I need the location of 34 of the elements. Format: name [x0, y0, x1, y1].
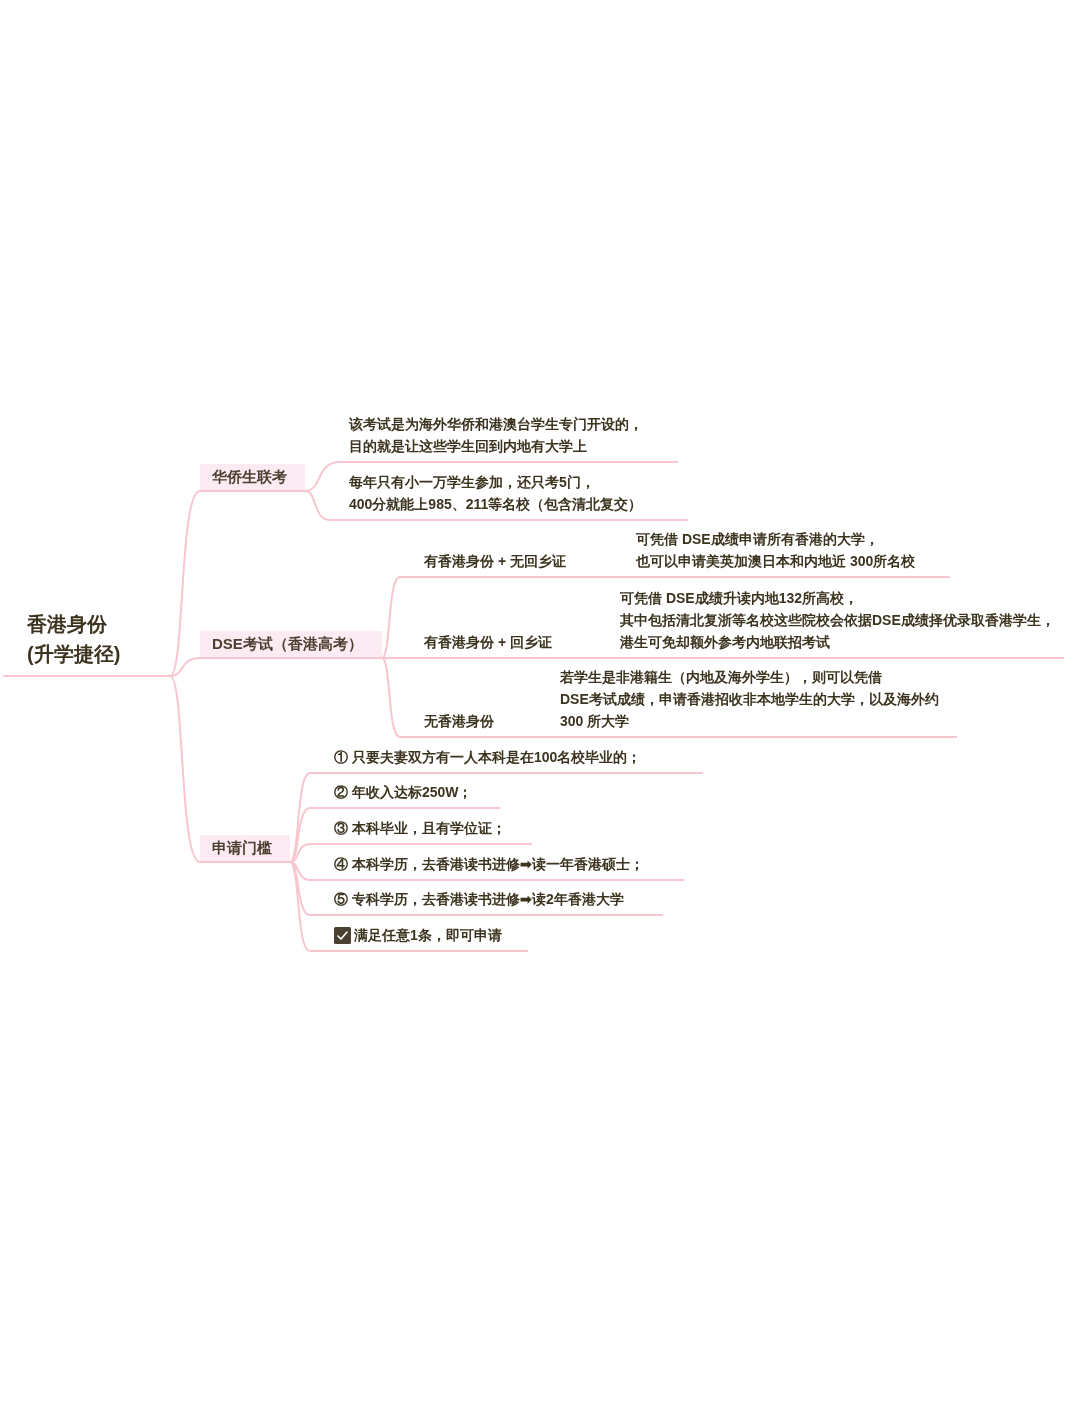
subtopic-text: 该考试是为海外华侨和港澳台学生专门开设的，目的就是让这些学生回到内地有大学上: [349, 415, 644, 456]
subtopic-text: ① 只要夫妻双方有一人本科是在100名校毕业的；: [334, 748, 642, 767]
subtopic-text: ② 年收入达标250W；: [334, 783, 473, 802]
branch-line: [169, 675, 201, 863]
subtopic-text: ⑤ 专科学历，去香港读书进修➡读2年香港大学: [334, 890, 624, 909]
subtopic-text: 无香港身份: [424, 712, 494, 731]
main-topic-box: [200, 835, 290, 863]
main-topic-text: 华侨生联考: [212, 467, 287, 487]
subtopic: [310, 924, 528, 952]
branch-line: [381, 657, 401, 659]
subtopic-text: ③ 本科毕业，且有学位证；: [334, 819, 506, 838]
subtopic-text: 有香港身份 + 无回乡证: [424, 552, 566, 571]
subtopic-text: ④ 本科学历，去香港读书进修➡读一年香港硕士；: [334, 855, 644, 874]
subtopic-text: 有香港身份 + 回乡证: [424, 633, 552, 652]
branch-line: [289, 861, 311, 916]
subtopic-text: 可凭借 DSE成绩升读内地132所高校，其中包括清北复浙等名校这些院校会依据DSE成绩择优录取香港学生，港生可免却额外参考内地联招考试: [620, 589, 1056, 652]
branch-line: [169, 490, 201, 677]
central-topic-text: 香港身份(升学捷径): [27, 612, 122, 667]
subtopic-text: 满足任意1条，即可申请: [354, 926, 502, 945]
branch-line: [169, 657, 201, 677]
branch-line: [381, 657, 401, 738]
main-topic-box: [200, 464, 305, 492]
subtopic-text: 可凭借 DSE成绩申请所有香港的大学，也可以申请美英加澳日本和内地近 300所名校: [636, 530, 917, 571]
branch-line: [381, 576, 401, 659]
branch-line: [289, 861, 311, 952]
branch-line: [611, 576, 625, 578]
branch-line: [304, 490, 331, 521]
main-topic-box: [200, 631, 382, 659]
branch-line: [605, 657, 613, 659]
branch-line: [544, 736, 553, 738]
main-topic-text: 申请门槛: [212, 838, 272, 858]
subtopic-text: 每年只有小一万学生参加，还只考5门，400分就能上985、211等名校（包含清北复交）: [349, 473, 644, 514]
main-topic-text: DSE考试（香港高考）: [212, 634, 363, 654]
subtopic-text: 若学生是非港籍生（内地及海外学生），则可以凭借 DSE考试成绩，申请香港招收非本地学生的大学，以及海外约 300 所大学: [560, 668, 940, 731]
